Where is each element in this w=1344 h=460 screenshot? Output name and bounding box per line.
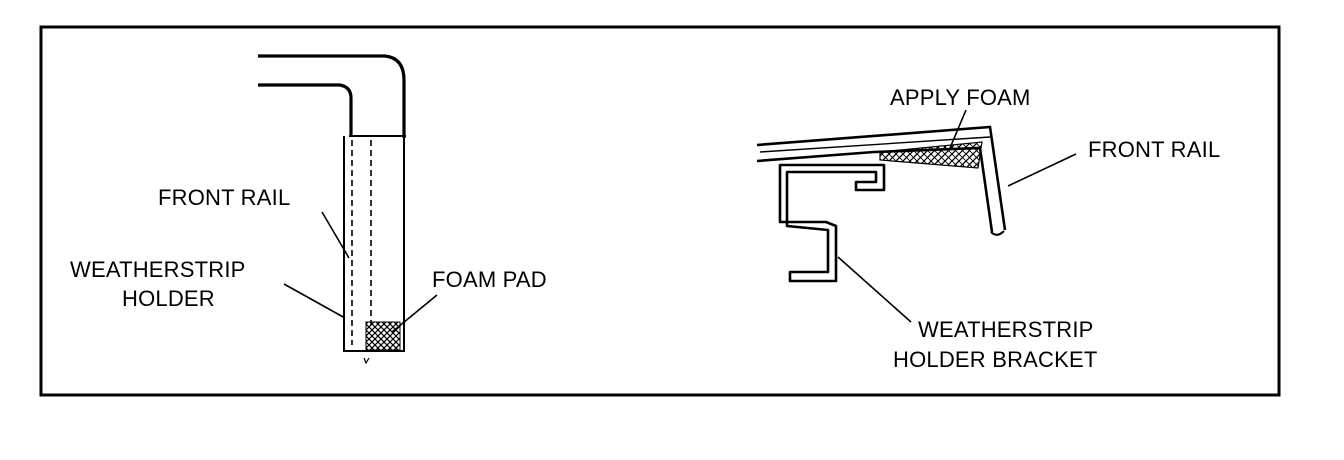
left-view	[258, 54, 438, 365]
right-view	[756, 109, 1077, 323]
label-front-rail-left: FRONT RAIL	[158, 185, 291, 210]
diagram-frame	[39, 25, 1281, 397]
leader-apply-foam	[949, 109, 967, 149]
applied-foam-hatch	[879, 141, 983, 169]
leader-bracket	[837, 256, 912, 323]
leader-weatherstrip-holder	[283, 283, 346, 319]
front-rail-bend-inner	[258, 83, 353, 135]
leader-foam-pad	[391, 294, 438, 333]
foam-pad-hatch	[365, 321, 401, 351]
label-weatherstrip-holder-line1: WEATHERSTRIP	[70, 257, 246, 282]
leader-front-rail-right	[1007, 153, 1077, 187]
label-apply-foam: APPLY FOAM	[890, 85, 1031, 110]
leader-front-rail-left	[321, 211, 350, 259]
weatherstrip-holder-bracket	[778, 163, 886, 283]
front-rail-bend-outer	[258, 54, 406, 138]
front-rail-top	[756, 125, 1007, 231]
label-weatherstrip-holder-line2: HOLDER	[122, 286, 215, 311]
label-foam-pad: FOAM PAD	[432, 267, 547, 292]
label-bracket-line1: WEATHERSTRIP	[918, 317, 1094, 342]
label-front-rail-right: FRONT RAIL	[1088, 137, 1221, 162]
label-bracket-line2: HOLDER BRACKET	[893, 347, 1098, 372]
